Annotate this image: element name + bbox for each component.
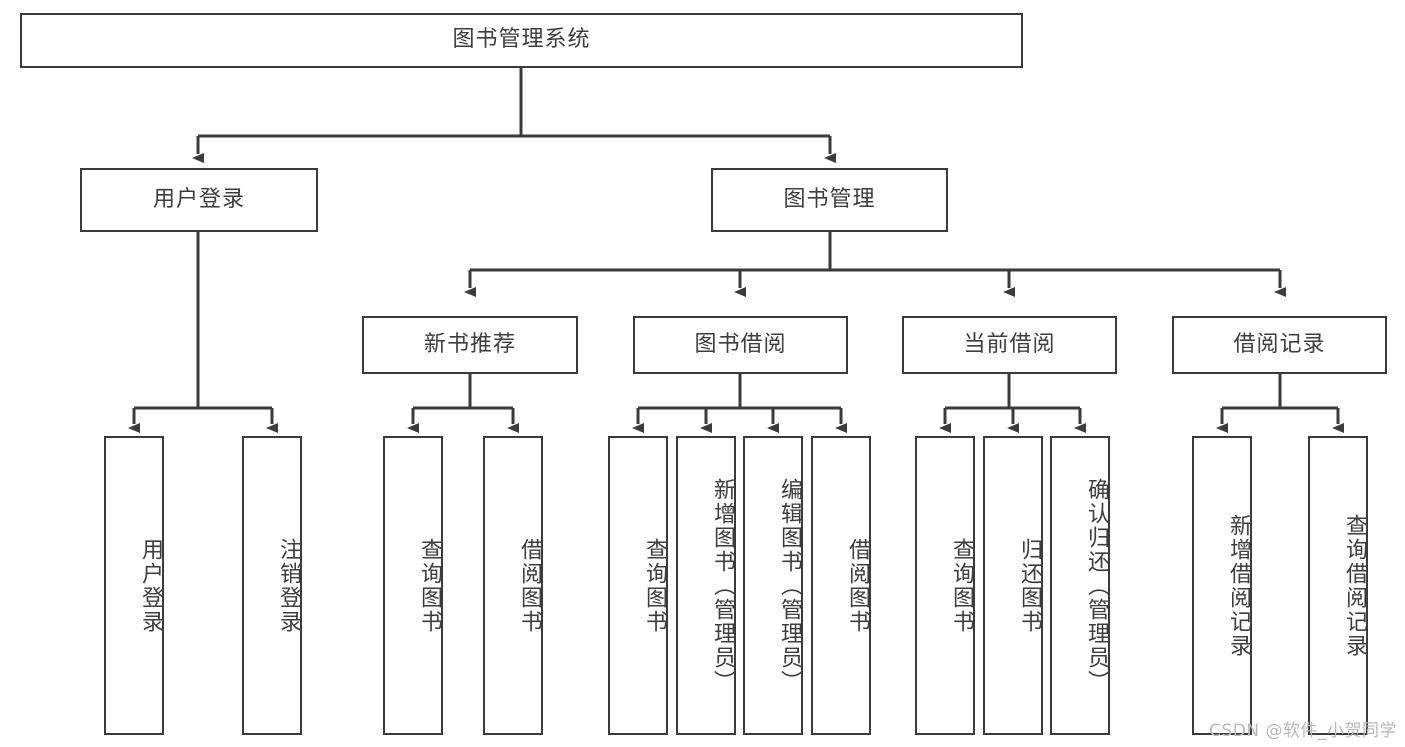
node-borrow-record[interactable]: 借阅记录 [1172, 316, 1387, 374]
leaf-book-borrow-add[interactable]: 新增图书（管理员） [676, 436, 736, 735]
node-root[interactable]: 图书管理系统 [20, 13, 1023, 68]
leaf-user-login-logout[interactable]: 注销登录 [242, 436, 302, 735]
node-label: 用户登录 [138, 537, 163, 634]
leaf-user-login-login[interactable]: 用户登录 [104, 436, 164, 735]
node-label: 编辑图书（管理员） [777, 477, 802, 694]
node-current-borrow[interactable]: 当前借阅 [902, 316, 1117, 374]
node-label: 借阅图书 [517, 537, 542, 634]
leaf-book-borrow-edit[interactable]: 编辑图书（管理员） [743, 436, 803, 735]
leaf-borrow-record-query[interactable]: 查询借阅记录 [1308, 436, 1368, 735]
node-user-login[interactable]: 用户登录 [80, 168, 318, 232]
leaf-current-borrow-return[interactable]: 归还图书 [983, 436, 1043, 735]
node-label: 图书借阅 [694, 331, 787, 357]
leaf-new-book-query[interactable]: 查询图书 [383, 436, 443, 735]
node-new-book-recommend[interactable]: 新书推荐 [362, 316, 578, 374]
node-label: 查询借阅记录 [1342, 513, 1367, 658]
node-label: 注销登录 [276, 537, 301, 634]
node-label: 查询图书 [417, 537, 442, 634]
node-label: 确认归还（管理员） [1084, 477, 1109, 694]
node-book-borrow[interactable]: 图书借阅 [633, 316, 848, 374]
node-label: 查询图书 [949, 537, 974, 634]
leaf-current-borrow-query[interactable]: 查询图书 [915, 436, 975, 735]
leaf-new-book-borrow[interactable]: 借阅图书 [483, 436, 543, 735]
leaf-book-borrow-borrow[interactable]: 借阅图书 [811, 436, 871, 735]
node-label: 归还图书 [1017, 537, 1042, 634]
node-label: 图书管理系统 [452, 27, 591, 53]
node-book-management[interactable]: 图书管理 [711, 168, 948, 232]
node-label: 用户登录 [152, 186, 245, 212]
leaf-current-borrow-confirm[interactable]: 确认归还（管理员） [1050, 436, 1110, 735]
node-label: 图书管理 [783, 186, 876, 212]
leaf-book-borrow-query[interactable]: 查询图书 [608, 436, 668, 735]
node-label: 新增借阅记录 [1226, 513, 1251, 658]
node-label: 借阅图书 [845, 537, 870, 634]
node-label: 新书推荐 [423, 331, 516, 357]
node-label: 新增图书（管理员） [710, 477, 735, 694]
leaf-borrow-record-add[interactable]: 新增借阅记录 [1192, 436, 1252, 735]
node-label: 当前借阅 [963, 331, 1056, 357]
node-label: 查询图书 [642, 537, 667, 634]
node-label: 借阅记录 [1233, 331, 1326, 357]
